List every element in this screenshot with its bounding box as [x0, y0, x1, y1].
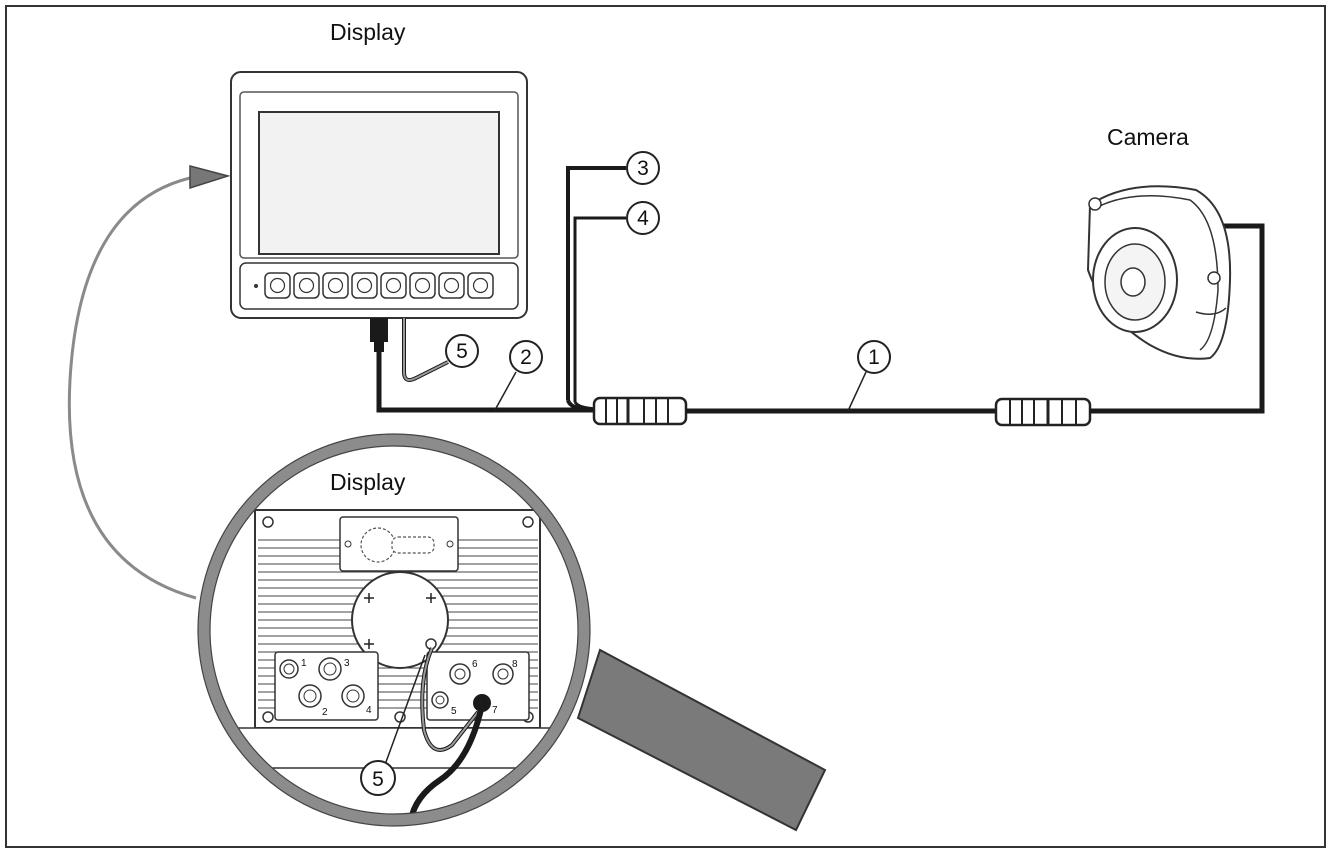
pin-1-socket [279, 659, 299, 679]
svg-text:1: 1 [868, 346, 880, 369]
display-rear-detail: 1 3 2 4 6 8 5 7 [229, 509, 561, 820]
arrow-head-icon [189, 165, 231, 190]
svg-text:2: 2 [520, 346, 532, 369]
display-led [254, 284, 258, 288]
pin-8-socket [492, 663, 514, 685]
camera [1086, 185, 1232, 360]
display-key-7 [438, 272, 465, 299]
svg-text:5: 5 [372, 768, 384, 791]
pin-3-label: 3 [344, 658, 350, 669]
pin-5-label: 5 [451, 706, 457, 717]
display-key-5 [380, 272, 407, 299]
display-screen [258, 111, 500, 255]
display-plug [370, 318, 388, 352]
camera-label: Camera [1107, 124, 1189, 150]
pin-4-socket [341, 684, 365, 708]
pin-3-socket [318, 657, 342, 681]
display-detail-label: Display [330, 469, 406, 495]
callout-5-top: 5 [445, 334, 479, 368]
cable-3 [566, 166, 626, 400]
camera-cable [1090, 223, 1265, 414]
pin-8-label: 8 [512, 659, 518, 670]
display-key-3 [322, 272, 349, 299]
display-key-1 [264, 272, 291, 299]
cable-2 [376, 350, 598, 413]
mount-disc [351, 571, 449, 669]
connector-b [994, 397, 1092, 427]
display-key-8 [467, 272, 494, 299]
pin-7-label: 7 [492, 705, 498, 716]
magnifier-ring [198, 434, 590, 826]
callout-5-detail: 5 [360, 654, 426, 796]
pin-7-plug [473, 694, 491, 712]
cable-4 [573, 216, 626, 402]
svg-text:5: 5 [456, 340, 468, 363]
display-key-6 [409, 272, 436, 299]
pin-2-label: 2 [322, 707, 328, 718]
display-key-4 [351, 272, 378, 299]
pin-1-label: 1 [301, 658, 307, 669]
display-buttons [264, 272, 494, 299]
callout-1: 1 [847, 340, 891, 412]
display-unit [230, 71, 528, 319]
display-label: Display [330, 19, 406, 45]
callout-4: 4 [626, 201, 660, 235]
pin-6-label: 6 [472, 659, 478, 670]
magnifier-link-line [67, 176, 197, 600]
cable-7-detail [407, 704, 485, 820]
pin-5-socket [431, 691, 449, 709]
connector-a [592, 396, 688, 426]
magnifier-handle [576, 648, 827, 832]
callout-3: 3 [626, 151, 660, 185]
pin-6-socket [449, 663, 471, 685]
pin-2-socket [298, 684, 322, 708]
svg-text:4: 4 [637, 207, 649, 230]
pin-4-label: 4 [366, 705, 372, 716]
display-key-2 [293, 272, 320, 299]
svg-text:3: 3 [637, 157, 649, 180]
callout-2: 2 [494, 340, 543, 411]
